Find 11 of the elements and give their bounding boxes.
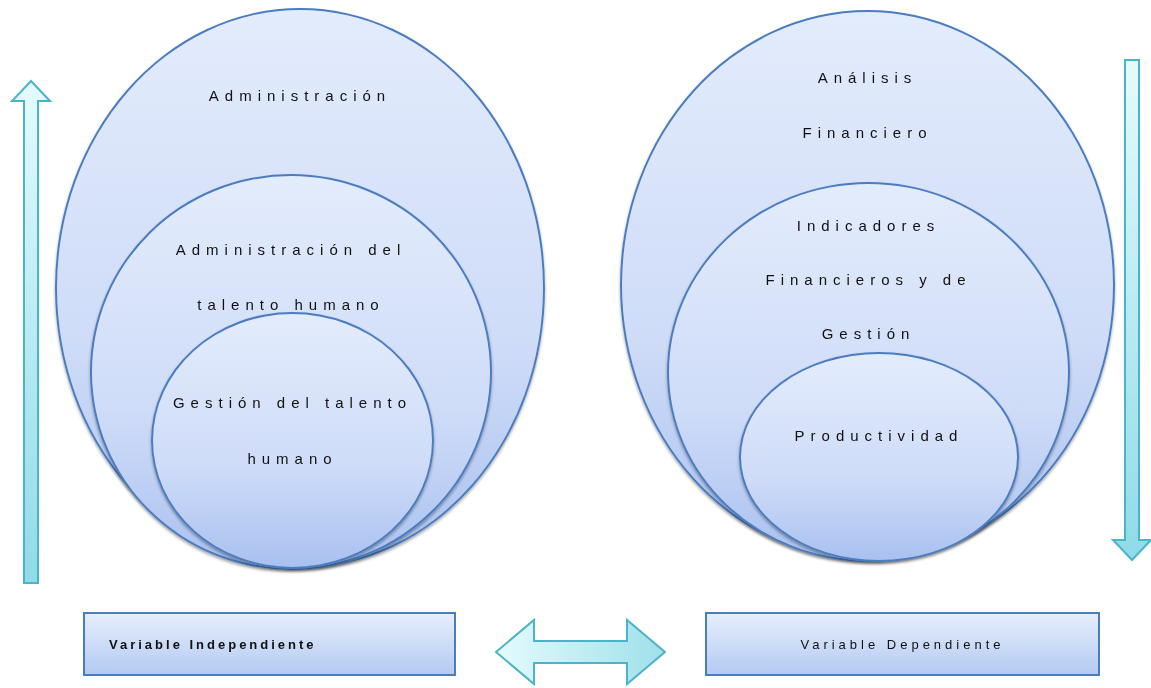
ellipse-label: Gestión del talento humano xyxy=(172,393,413,469)
ellipse-label: Productividad xyxy=(793,426,965,446)
ellipse-label: Administración xyxy=(207,86,393,106)
variable-box xyxy=(705,612,1100,676)
ellipse-label: Indicadores Financieros y de Gestión xyxy=(764,216,973,344)
double-arrow xyxy=(494,617,667,687)
ellipse-label: Administración del talento humano xyxy=(174,240,408,315)
variable-box xyxy=(83,612,456,676)
box-label: Variable Dependiente xyxy=(800,636,1005,652)
ellipse-label: Análisis Financiero xyxy=(801,68,934,143)
box-label: Variable Independiente xyxy=(109,636,317,652)
